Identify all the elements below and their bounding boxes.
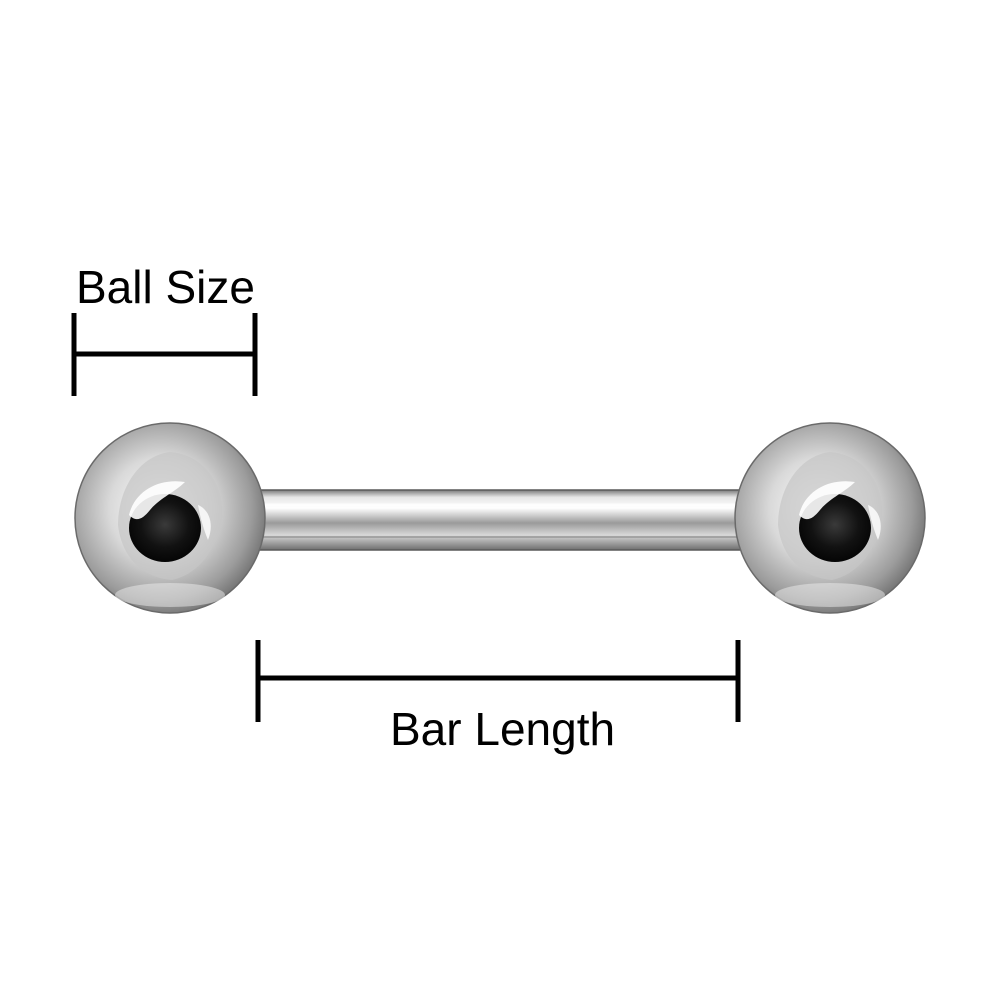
ball-size-dimension-line [71,313,258,396]
right-ball [734,422,926,614]
bar-length-label: Bar Length [390,703,616,755]
bar [249,489,751,551]
ball-size-label: Ball Size [76,261,255,313]
bar-length-dimension-line [255,640,741,722]
left-ball [74,422,266,614]
